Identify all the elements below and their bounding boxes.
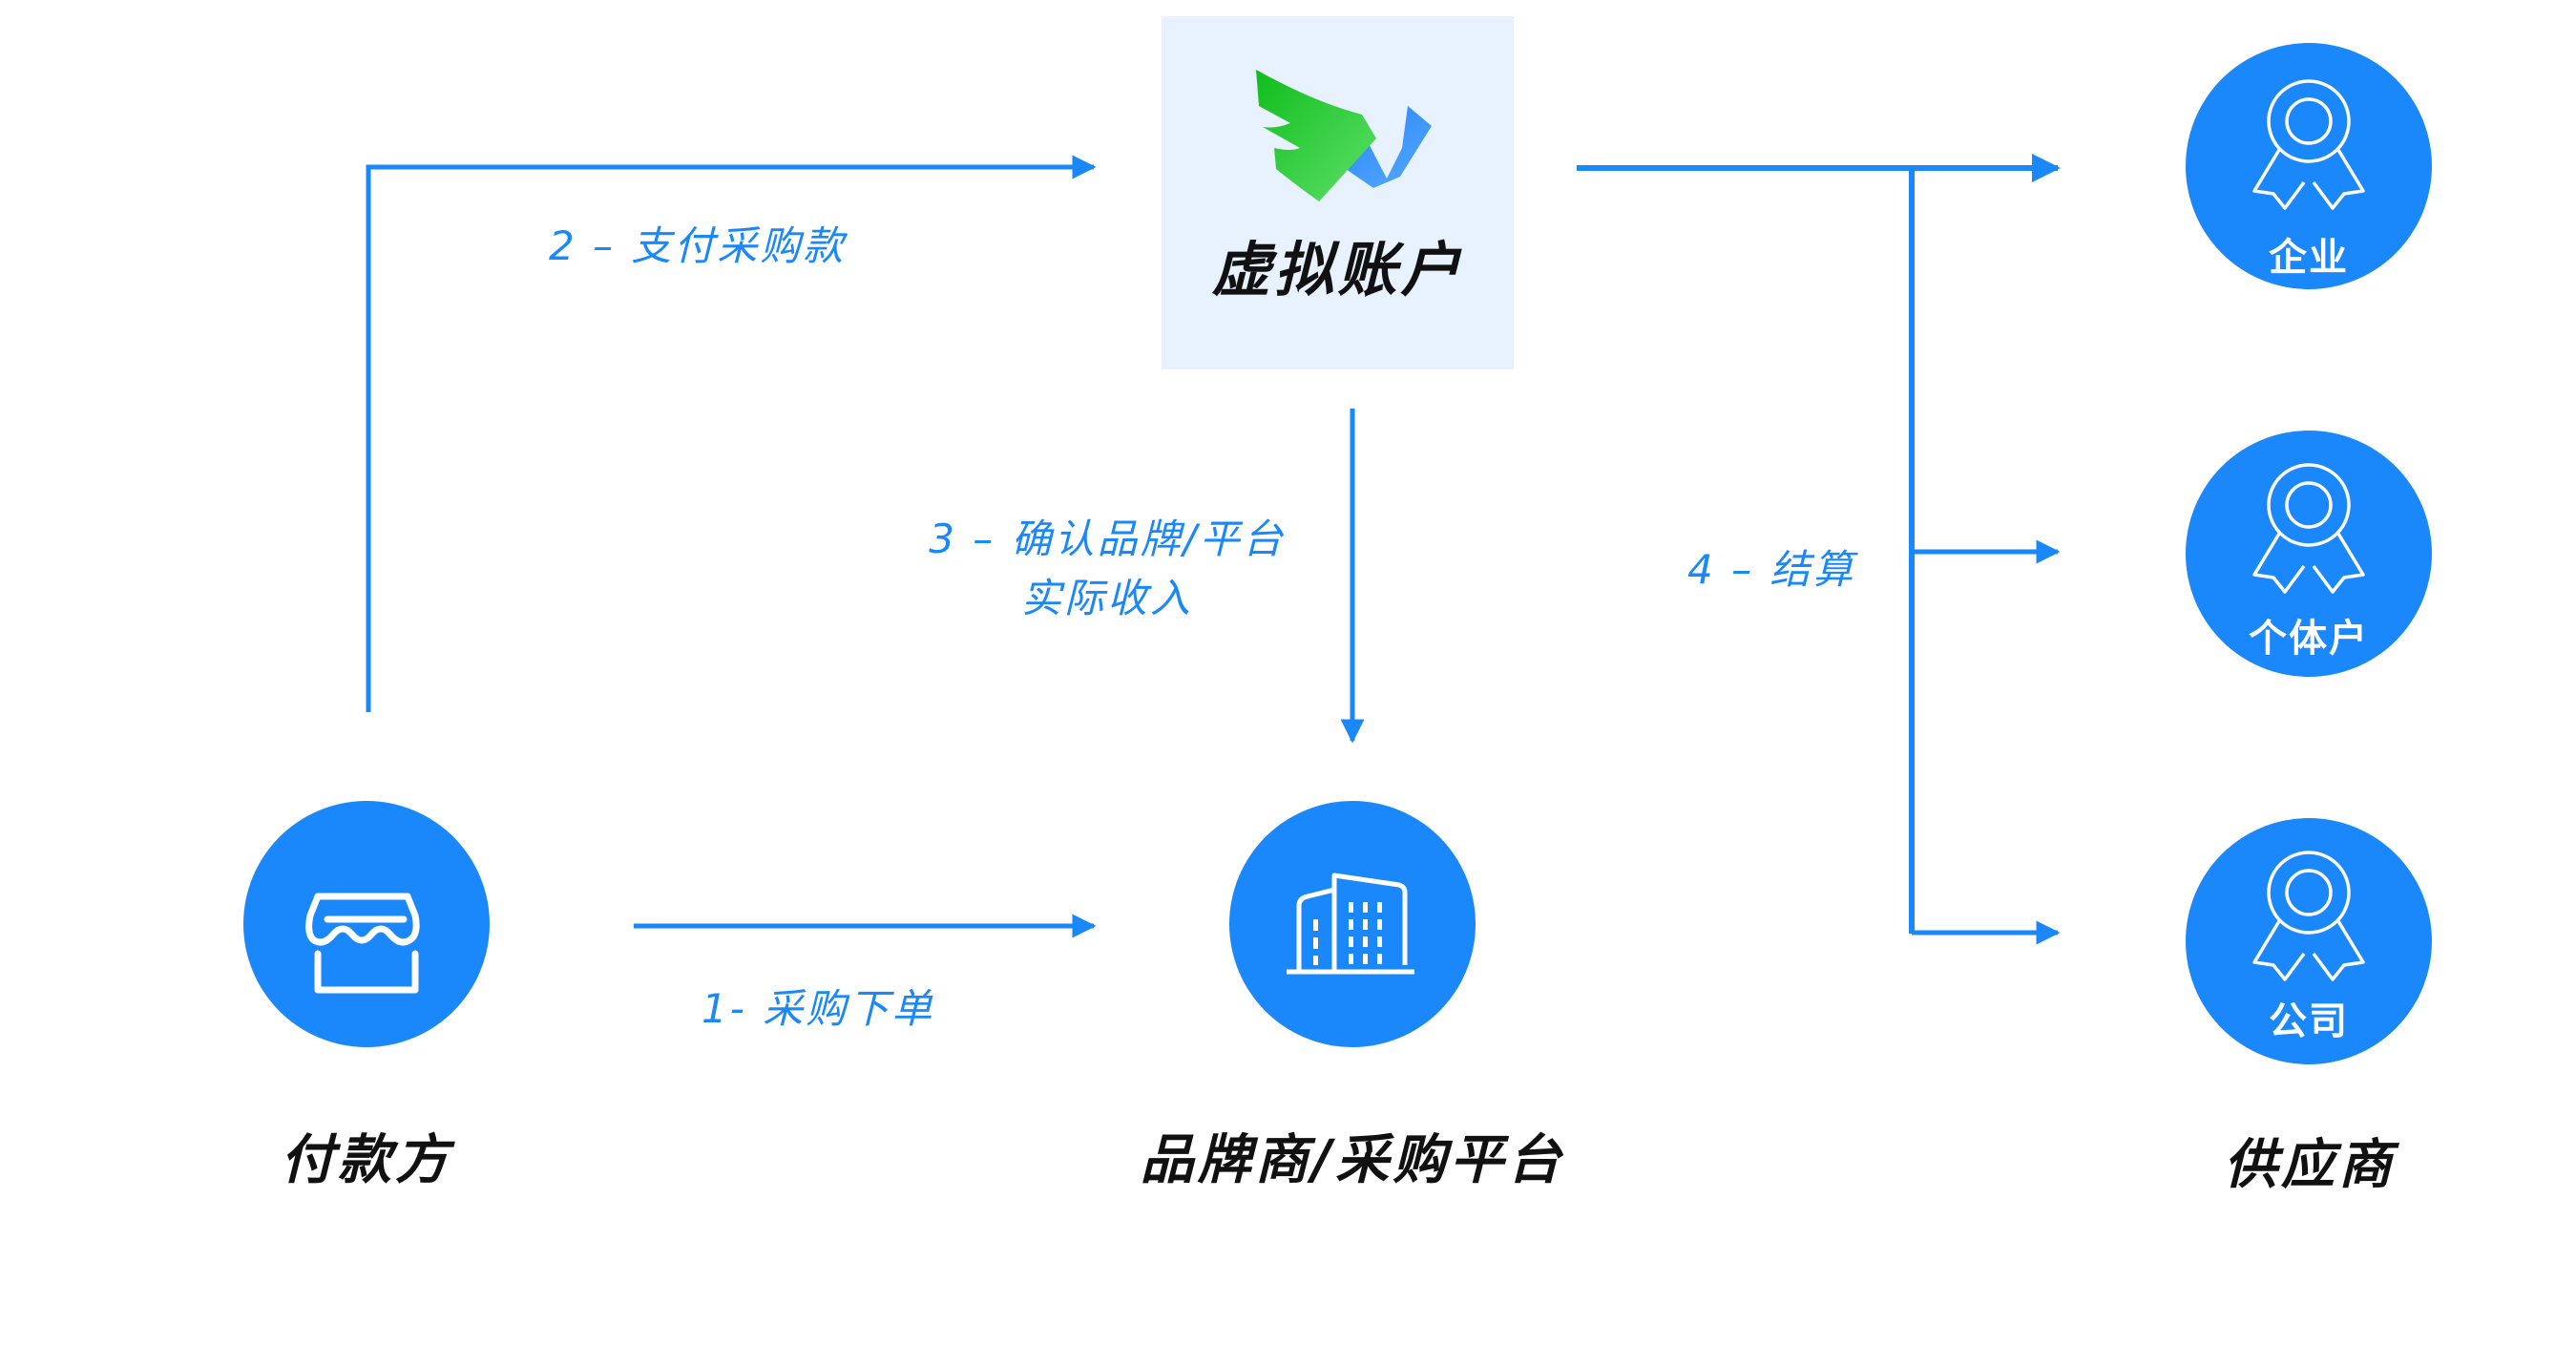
supplier-type-label: 企业 xyxy=(2269,236,2349,280)
award-ribbon-icon xyxy=(2252,463,2365,594)
award-ribbon-icon xyxy=(2252,79,2365,210)
virtual-account-title: 虚拟账户 xyxy=(1211,235,1464,305)
brand-platform-node[interactable] xyxy=(1229,801,1476,1047)
arrow-step2 xyxy=(366,155,1097,712)
wing-logo-icon xyxy=(1256,70,1432,201)
supplier-type-label: 公司 xyxy=(2269,999,2349,1043)
step3-label-line1: 3 – 确认品牌/平台 xyxy=(929,515,1286,562)
supplier-type-individual[interactable]: 个体户 xyxy=(2186,431,2432,677)
step1-label: 1- 采购下单 xyxy=(702,985,935,1032)
supplier-type-enterprise[interactable]: 企业 xyxy=(2186,43,2432,289)
supplier-label: 供应商 xyxy=(2224,1134,2396,1196)
award-ribbon-icon xyxy=(2252,851,2365,981)
step4-label: 4 – 结算 xyxy=(1687,546,1856,593)
brand-platform-label: 品牌商/采购平台 xyxy=(1140,1129,1565,1191)
supplier-type-company[interactable]: 公司 xyxy=(2186,818,2432,1064)
virtual-account-box[interactable]: 虚拟账户 xyxy=(1162,16,1514,369)
buildings-icon xyxy=(1287,873,1414,975)
supplier-type-label: 个体户 xyxy=(2249,617,2369,661)
payer-label: 付款方 xyxy=(281,1129,452,1191)
step3-label-line2: 实际收入 xyxy=(1020,575,1193,621)
step2-label: 2 – 支付采购款 xyxy=(549,222,847,269)
payer-node[interactable] xyxy=(243,801,490,1047)
storefront-icon xyxy=(305,893,420,994)
